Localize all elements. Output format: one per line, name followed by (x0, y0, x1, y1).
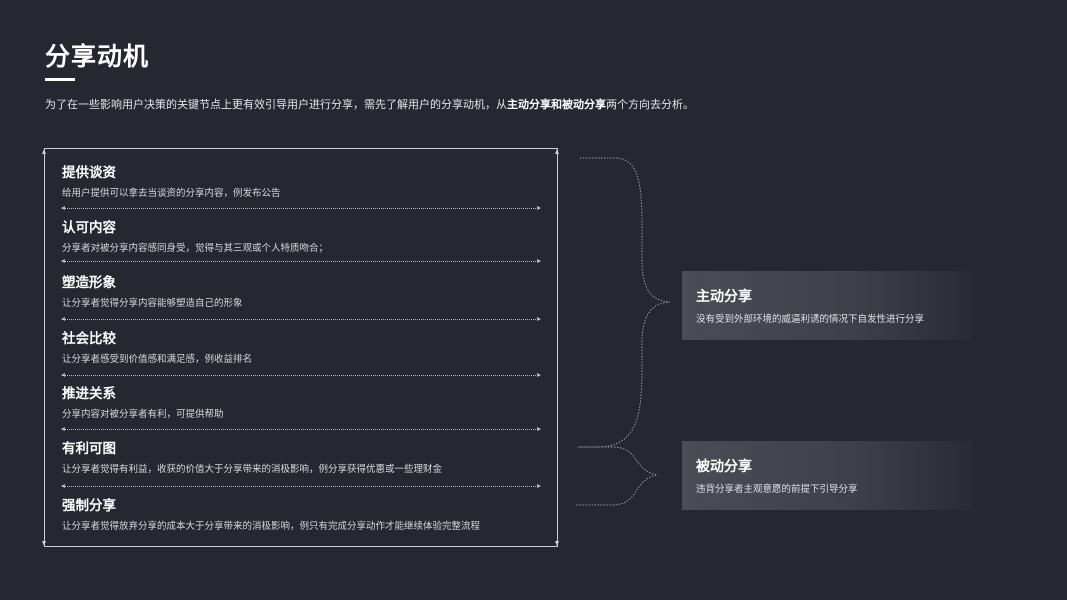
motive-desc: 分享者对被分享内容感同身受，觉得与其三观或个人特质吻合； (62, 243, 329, 254)
dotted-divider (61, 317, 541, 321)
title-underline (45, 78, 75, 81)
active-share-card: 主动分享 没有受到外部环境的威逼利诱的情况下自发性进行分享 (682, 271, 972, 340)
motive-item: 强制分享 让分享者觉得放弃分享的成本大于分享带来的消极影响，例只有完成分享动作才… (62, 497, 542, 533)
motives-panel: 提供谈资 给用户提供可以拿去当谈资的分享内容，例发布公告 认可内容 分享者对被分… (42, 148, 559, 547)
dotted-divider (61, 206, 541, 210)
motive-desc: 分享内容对被分享者有利，可提供帮助 (62, 409, 224, 420)
motive-title: 认可内容 (62, 220, 116, 236)
motive-title: 强制分享 (62, 498, 116, 514)
motive-desc: 让分享者觉得分享内容能够塑造自己的形象 (62, 298, 243, 309)
motive-item: 塑造形象 让分享者觉得分享内容能够塑造自己的形象 (62, 274, 542, 310)
card-desc: 违背分享者主观意愿的前提下引导分享 (696, 484, 858, 495)
intro-bold: 主动分享和被动分享 (507, 98, 606, 111)
dotted-divider (61, 484, 541, 488)
passive-share-card: 被动分享 违背分享者主观意愿的前提下引导分享 (682, 441, 972, 510)
motive-title: 推进关系 (62, 386, 116, 402)
motive-title: 社会比较 (62, 331, 116, 347)
intro-text: 为了在一些影响用户决策的关键节点上更有效引导用户进行分享，需先了解用户的分享动机… (45, 96, 694, 112)
intro-after: 两个方向去分析。 (606, 98, 694, 111)
active-brace (578, 157, 671, 448)
panel-left-arrow-line (42, 149, 46, 546)
motive-desc: 让分享者感受到价值感和满足感，例收益排名 (62, 354, 253, 365)
motive-desc: 给用户提供可以拿去当谈资的分享内容，例发布公告 (62, 188, 281, 199)
motive-title: 有利可图 (62, 441, 116, 457)
motive-title: 塑造形象 (62, 275, 116, 291)
motive-item: 有利可图 让分享者觉得有利益，收获的价值大于分享带来的消极影响，例分享获得优惠或… (62, 440, 542, 476)
dotted-divider (61, 259, 541, 263)
motive-title: 提供谈资 (62, 165, 116, 181)
card-title: 被动分享 (696, 459, 752, 475)
card-title: 主动分享 (696, 289, 752, 305)
motive-item: 社会比较 让分享者感受到价值感和满足感，例收益排名 (62, 330, 542, 366)
motive-desc: 让分享者觉得有利益，收获的价值大于分享带来的消极影响，例分享获得优惠或一些理财金 (62, 464, 443, 475)
dotted-divider (61, 373, 541, 377)
dotted-divider (61, 427, 541, 431)
passive-brace (576, 446, 658, 506)
card-desc: 没有受到外部环境的威逼利诱的情况下自发性进行分享 (696, 314, 925, 325)
page-title: 分享动机 (45, 42, 150, 71)
panel-right-line (555, 149, 559, 546)
motive-item: 推进关系 分享内容对被分享者有利，可提供帮助 (62, 385, 542, 421)
motive-desc: 让分享者觉得放弃分享的成本大于分享带来的消极影响，例只有完成分享动作才能继续体验… (62, 521, 481, 532)
intro-before: 为了在一些影响用户决策的关键节点上更有效引导用户进行分享，需先了解用户的分享动机… (45, 98, 507, 111)
motive-item: 提供谈资 给用户提供可以拿去当谈资的分享内容，例发布公告 (62, 164, 542, 200)
motive-item: 认可内容 分享者对被分享内容感同身受，觉得与其三观或个人特质吻合； (62, 219, 542, 255)
